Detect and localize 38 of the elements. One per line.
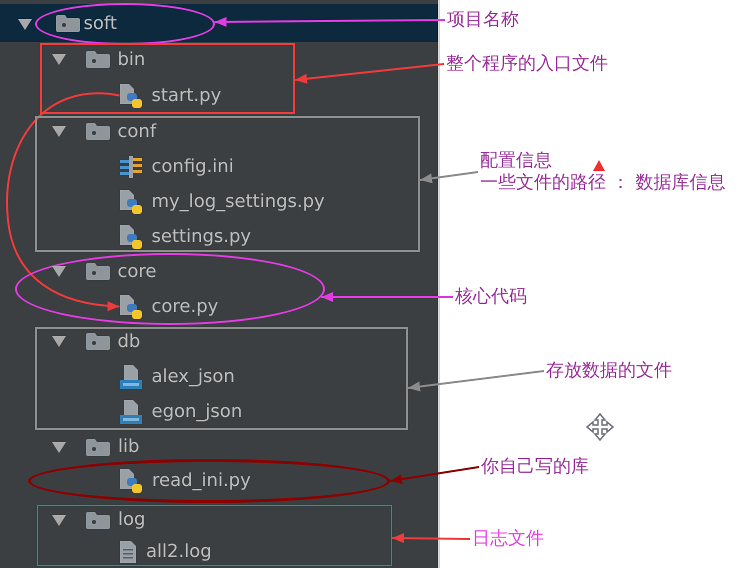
file-name: config.ini <box>152 156 234 178</box>
highlight-ellipse <box>15 253 325 325</box>
callout-arrow <box>390 466 480 484</box>
file-name: all2.log <box>146 541 212 563</box>
folder-name: core <box>118 260 156 282</box>
callout-text: 你自己写的库 <box>481 456 589 478</box>
callout-text: 存放数据的文件 <box>546 360 672 382</box>
highlight-ellipse <box>28 459 390 503</box>
highlight-box <box>35 327 408 430</box>
curved-arrow <box>6 92 120 311</box>
callout-text: 日志文件 <box>472 528 544 550</box>
callout-arrow <box>392 533 470 544</box>
highlight-box <box>37 505 392 566</box>
callout-text: 整个程序的入口文件 <box>446 53 608 75</box>
file-name: egon_json <box>152 400 242 422</box>
callout-arrow <box>420 171 478 184</box>
folder-name: lib <box>118 436 140 458</box>
highlight-box <box>35 116 420 252</box>
folder-name: db <box>118 330 140 352</box>
callout-text: 项目名称 <box>447 9 519 31</box>
callout-arrow <box>408 370 544 392</box>
file-name: settings.py <box>152 226 252 248</box>
callout-text: 一些文件的路径 ： 数据库信息 <box>480 172 726 194</box>
file-name: read_ini.py <box>152 470 251 492</box>
file-name: alex_json <box>152 366 235 388</box>
folder-name: soft <box>84 12 117 34</box>
file-name: start.py <box>152 84 222 106</box>
callout-text: 配置信息 <box>480 150 552 172</box>
highlight-box <box>40 43 295 114</box>
callout-arrow <box>214 16 445 27</box>
highlight-ellipse <box>35 3 215 45</box>
callout-arrow <box>321 292 453 302</box>
folder-name: bin <box>118 48 146 70</box>
file-name: my_log_settings.py <box>152 190 325 212</box>
file-name: core.py <box>152 296 218 318</box>
folder-name: log <box>118 509 146 531</box>
folder-name: conf <box>118 120 156 142</box>
callout-text: 核心代码 <box>455 286 527 308</box>
